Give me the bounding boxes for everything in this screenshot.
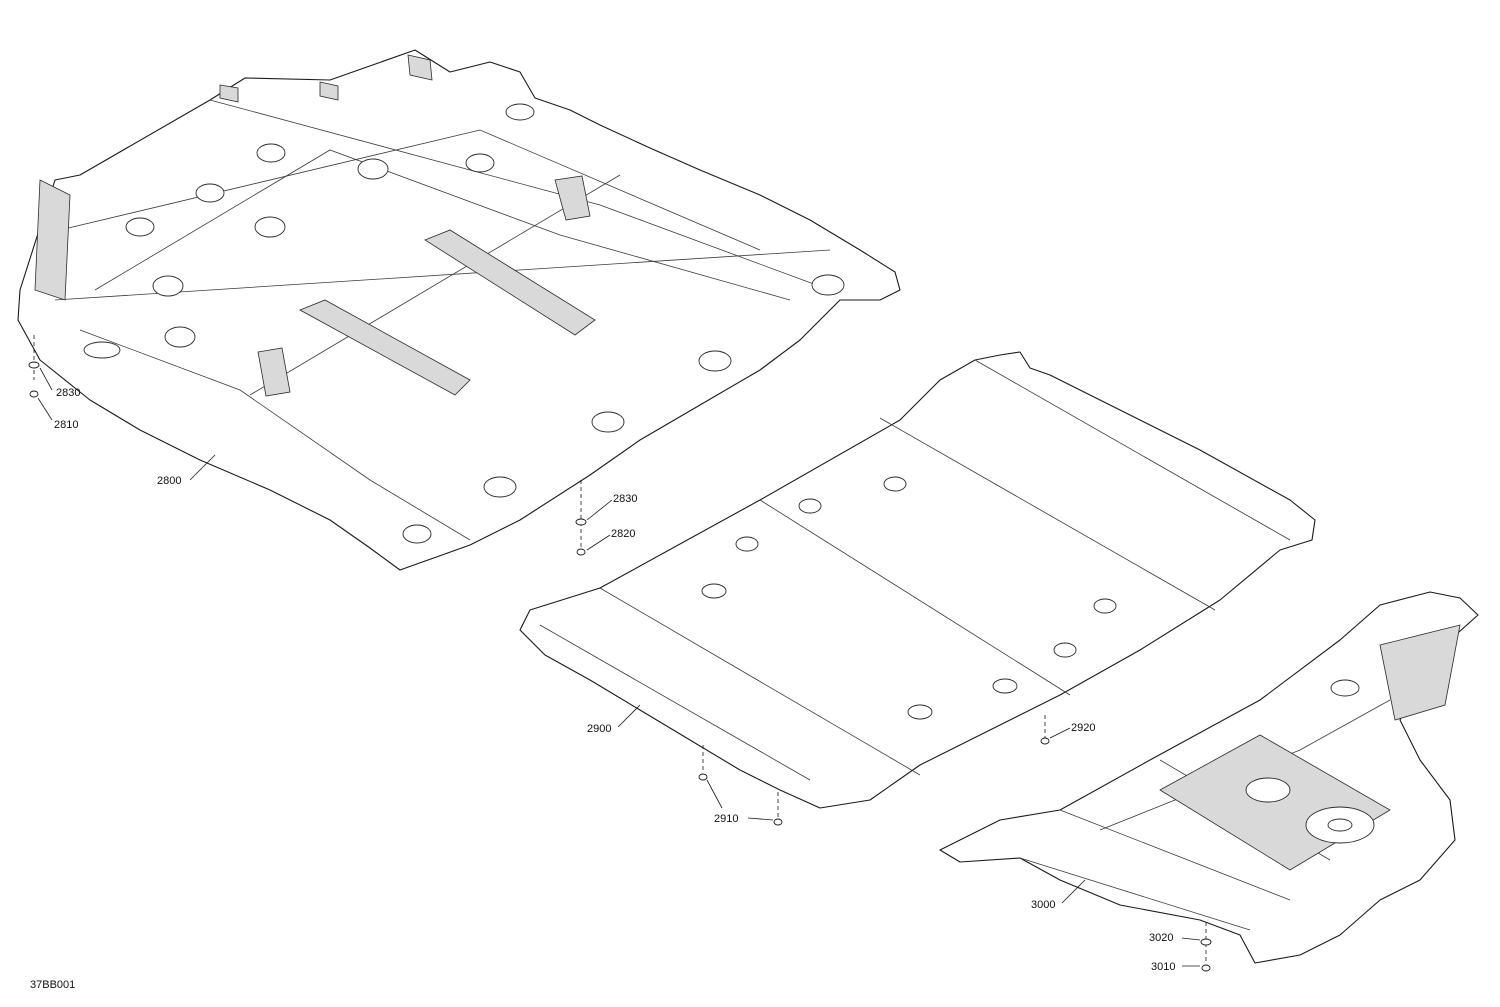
- hardware-2910: [698, 745, 783, 826]
- callout-2800: 2800: [157, 475, 181, 487]
- callout-3010: 3010: [1151, 961, 1175, 973]
- skid-plate-2900[interactable]: [519, 351, 1316, 809]
- callout-2820: 2820: [611, 528, 635, 540]
- leader-2800: [189, 454, 216, 481]
- hardware-2830-2810: [28, 335, 53, 421]
- callout-3020: 3020: [1149, 932, 1173, 944]
- callout-2920: 2920: [1071, 722, 1095, 734]
- callout-2900: 2900: [587, 723, 611, 735]
- callout-3000: 3000: [1031, 899, 1055, 911]
- hardware-2830-2820: [575, 480, 613, 556]
- leader-2900: [617, 704, 641, 728]
- skid-plate-2800[interactable]: [17, 49, 901, 571]
- hardware-3020-3010: [1181, 922, 1212, 972]
- callout-2910: 2910: [714, 813, 738, 825]
- skid-plate-3000[interactable]: [939, 591, 1479, 964]
- leader-3000: [1061, 879, 1086, 904]
- hardware-2920: [1040, 715, 1071, 745]
- callout-2810: 2810: [54, 419, 78, 431]
- callout-2830-left: 2830: [56, 387, 80, 399]
- drawing-reference: 37BB001: [30, 979, 75, 991]
- callout-2830-center: 2830: [613, 493, 637, 505]
